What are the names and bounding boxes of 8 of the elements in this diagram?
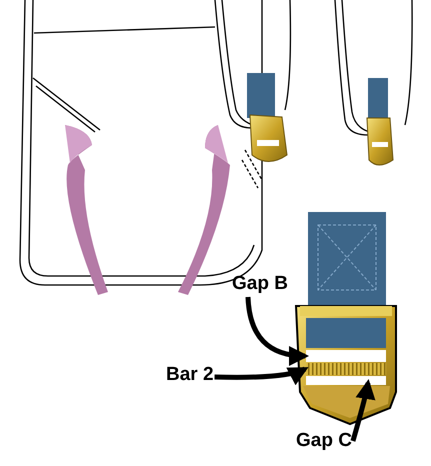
arrow <box>214 366 309 385</box>
gap <box>306 376 386 385</box>
callout-label: Bar 2 <box>166 364 214 386</box>
gap <box>306 350 386 362</box>
callout-label: Gap C <box>296 430 352 452</box>
bar <box>306 363 386 375</box>
arrow <box>246 296 309 366</box>
callout-label: Gap B <box>232 273 288 295</box>
